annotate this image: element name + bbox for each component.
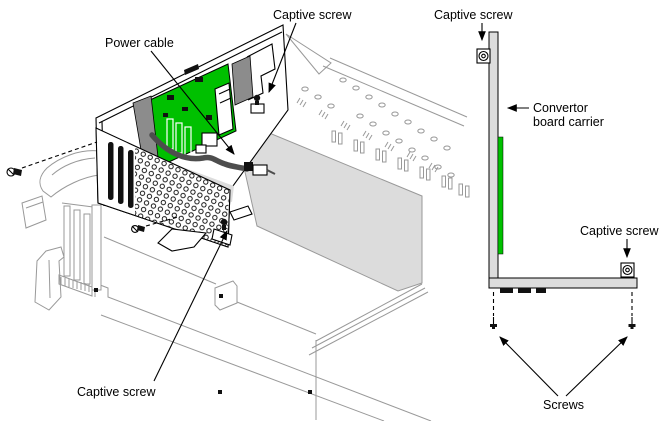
panel-connector-block	[231, 55, 254, 106]
board-socket	[195, 144, 207, 154]
screw-icon-left	[490, 317, 497, 329]
board-socket	[201, 132, 218, 147]
power-module	[6, 24, 289, 252]
arrow-icon	[268, 22, 297, 94]
base-connectors	[500, 288, 546, 293]
arrow-icon	[565, 336, 628, 397]
captive-screw-icon-top	[476, 48, 491, 64]
mounting-hole	[308, 390, 312, 394]
label-captive-screw-right: Captive screw	[580, 224, 659, 238]
label-carrier-line1: Convertor	[533, 101, 588, 115]
dashed-leader-line	[21, 141, 98, 169]
captive-screw-top-icon	[250, 94, 265, 114]
arrow-icon	[153, 230, 228, 382]
bezel-corner-lower	[34, 246, 65, 311]
tray-oval-holes	[301, 77, 455, 178]
label-captive-screw-bottom-left: Captive screw	[77, 385, 156, 399]
dashed-leader-line	[145, 216, 179, 227]
arrow-icon	[499, 336, 559, 397]
label-captive-screw-top-right: Captive screw	[434, 8, 513, 22]
loose-screw-middle	[131, 216, 179, 233]
chassis-rear-wedge	[285, 33, 332, 75]
panel-vent-slot	[108, 142, 114, 200]
module-foot	[157, 228, 208, 252]
carrier-base-rail	[488, 277, 638, 289]
board-io-connector	[214, 82, 234, 136]
tray-vent-combs	[296, 97, 439, 173]
label-carrier-line2: board carrier	[533, 115, 604, 129]
label-screws: Screws	[543, 398, 584, 412]
perforated-panel	[95, 127, 231, 248]
panel-vent-slot	[118, 146, 124, 204]
convertor-board-edge	[497, 136, 504, 255]
drive-tray	[296, 77, 470, 198]
cable-connector	[252, 164, 268, 176]
callouts: Power cable Captive screw Captive screw …	[77, 8, 659, 412]
carrier-side-view	[476, 31, 638, 329]
panel-cutout-outline	[246, 43, 276, 101]
tray-clips	[331, 130, 470, 198]
side-tab-bracket	[214, 280, 317, 335]
label-power-cable: Power cable	[105, 36, 174, 50]
panel-vent-slot	[128, 150, 134, 208]
loose-screw-left	[6, 141, 98, 177]
chassis-illustration	[21, 33, 470, 421]
module-foot	[229, 205, 253, 221]
mounting-hole	[218, 390, 222, 394]
arrow-icon	[150, 50, 235, 155]
bezel-corner-upper	[21, 150, 100, 229]
base-rails	[308, 283, 429, 420]
screw-icon-right	[628, 317, 636, 329]
carrier-vertical-rail	[488, 31, 499, 279]
label-captive-screw-top-left: Captive screw	[273, 8, 352, 22]
pci-slot-bracket	[58, 202, 102, 297]
interior-divider-panel	[232, 117, 423, 292]
base-plinth	[94, 282, 432, 421]
captive-screw-icon-right	[620, 262, 635, 278]
power-cable	[149, 132, 276, 176]
